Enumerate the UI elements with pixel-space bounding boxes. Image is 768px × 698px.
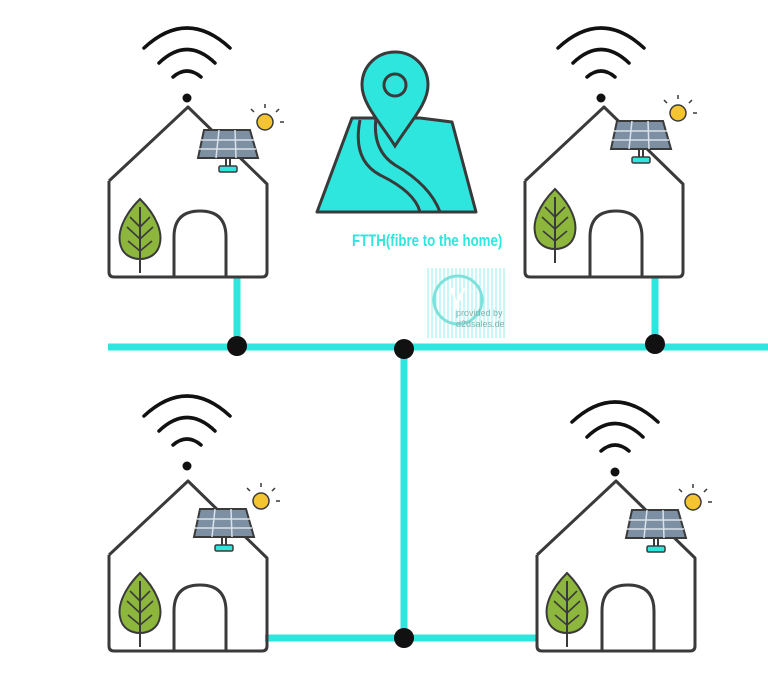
house-bottom-left xyxy=(107,394,281,653)
solar-panel-icon xyxy=(625,483,713,553)
wifi-icon xyxy=(142,394,232,473)
house-top-left xyxy=(107,26,285,279)
watermark-line-1: provided by xyxy=(456,308,503,318)
wifi-icon xyxy=(142,26,232,105)
house-bottom-right xyxy=(535,400,713,653)
leaf-icon xyxy=(545,572,589,648)
map-pin-icon xyxy=(360,50,430,149)
watermark: provided by d2dsales.de xyxy=(426,268,506,338)
solar-panel-icon xyxy=(193,482,281,552)
leaf-icon xyxy=(533,188,577,264)
solar-panel-icon xyxy=(197,103,285,173)
house-top-right xyxy=(523,26,698,279)
junction-node xyxy=(645,334,665,354)
junction-node xyxy=(394,628,414,648)
leaf-icon xyxy=(118,572,162,648)
diagram-caption: FTTH(fibre to the home) xyxy=(352,231,503,250)
solar-panel-icon xyxy=(610,94,698,164)
junction-nodes xyxy=(227,334,665,648)
junction-node xyxy=(227,336,247,356)
watermark-line-2: d2dsales.de xyxy=(456,319,505,329)
watermark-logo-icon xyxy=(427,268,505,338)
leaf-icon xyxy=(118,198,162,274)
wifi-icon xyxy=(556,26,646,105)
wifi-icon xyxy=(570,400,660,479)
junction-node xyxy=(394,339,414,359)
